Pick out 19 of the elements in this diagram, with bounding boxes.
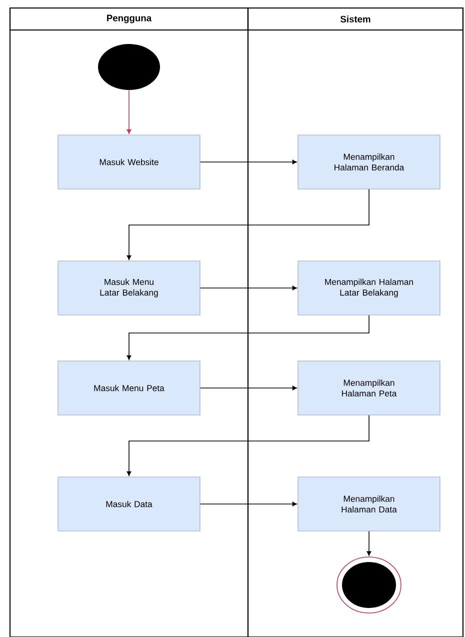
activity-box: Menampilkan Halaman Beranda xyxy=(298,134,440,190)
arrow xyxy=(126,90,132,134)
activity-box: Menampilkan Halaman Latar Belakang xyxy=(298,260,440,316)
end-node xyxy=(336,556,402,614)
arrow xyxy=(126,314,370,360)
activity-box: Menampilkan Halaman Data xyxy=(298,476,440,532)
activity-box: Menampilkan Halaman Peta xyxy=(298,360,440,416)
arrow xyxy=(126,414,370,476)
arrow xyxy=(126,188,370,260)
arrow xyxy=(366,530,372,556)
arrow xyxy=(200,502,297,506)
activity-box: Masuk Menu Latar Belakang xyxy=(58,260,200,316)
activity-box: Masuk Menu Peta xyxy=(58,360,200,416)
arrow xyxy=(200,160,297,164)
activity-box: Masuk Website xyxy=(58,134,200,190)
arrow xyxy=(200,286,297,290)
arrow xyxy=(200,386,297,390)
activity-box: Masuk Data xyxy=(58,476,200,532)
start-node xyxy=(98,44,160,90)
